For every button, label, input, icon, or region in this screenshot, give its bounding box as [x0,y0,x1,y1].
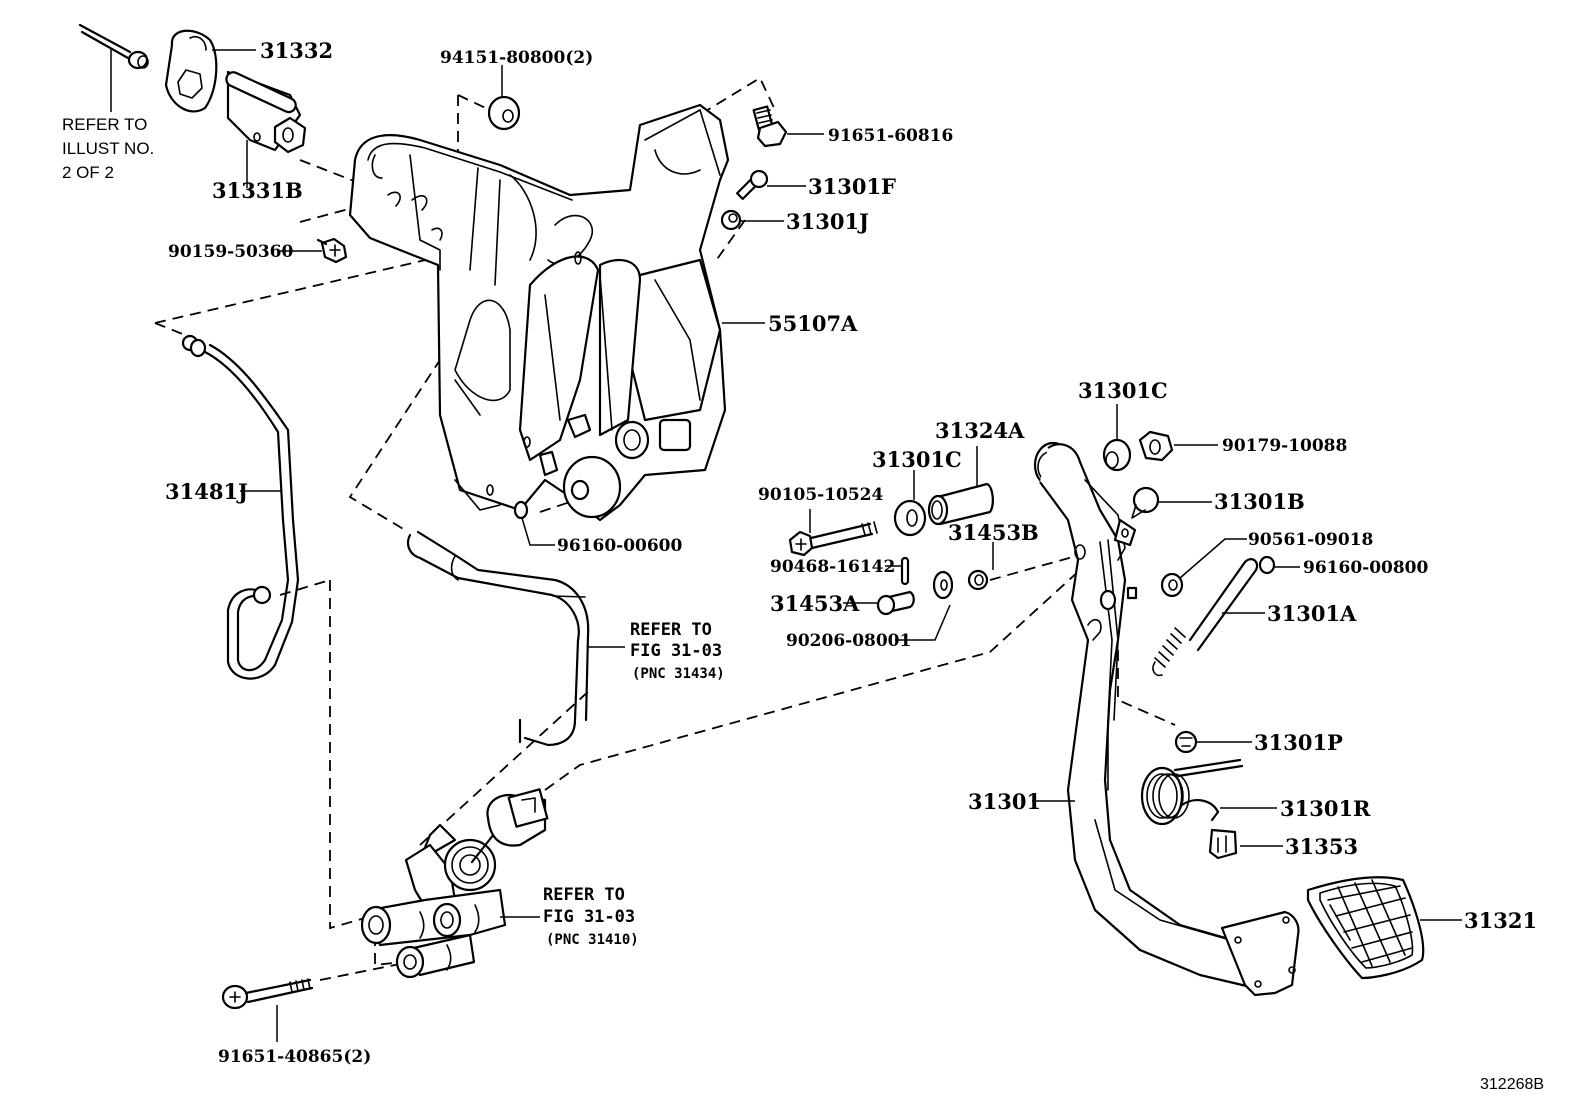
part-31301A-spring[interactable] [1152,558,1265,677]
label-31301J[interactable]: 31301J [786,209,869,234]
note-line: REFER TO [62,115,147,134]
clutch-master-cylinder-ref-31410 [360,788,549,979]
part-labels: 31332 31331B 94151-80800(2) 91651-60816 … [165,38,1537,1067]
part-90206-08001-washer[interactable] [895,570,954,641]
part-31353-cushion[interactable] [1208,828,1283,860]
label-96160-00800[interactable]: 96160-00800 [1303,558,1429,578]
part-31301J-nut[interactable] [720,209,784,231]
note-line: FIG 31-03 [630,641,722,661]
label-91651-40865[interactable]: 91651-40865(2) [218,1047,371,1067]
label-31301R[interactable]: 31301R [1280,796,1371,821]
part-31301R-spring[interactable] [1140,758,1277,826]
note-line: REFER TO [630,620,712,640]
note-line: REFER TO [543,885,625,905]
part-55107A-pedal-bracket[interactable] [348,103,765,522]
label-31331B[interactable]: 31331B [212,178,303,203]
part-90561-09018-bushing[interactable] [1160,538,1247,598]
label-90179-10088[interactable]: 90179-10088 [1222,436,1347,456]
label-96160-00600[interactable]: 96160-00600 [557,536,683,556]
label-31481J[interactable]: 31481J [165,479,248,504]
label-55107A[interactable]: 55107A [768,311,858,336]
label-31301F[interactable]: 31301F [808,174,896,199]
label-31301B[interactable]: 31301B [1214,489,1305,514]
flexible-hose-ref-31434 [406,530,625,747]
label-31301A[interactable]: 31301A [1267,601,1357,626]
part-31301F-bolt[interactable] [736,169,806,200]
note-line: (PNC 31434) [632,666,725,682]
part-31453A-pin[interactable] [843,590,915,616]
note-line: 2 OF 2 [62,163,114,182]
part-90468-16142-pin[interactable] [885,556,910,586]
part-31331B-clevis[interactable] [224,70,307,188]
part-31301C-bushing-left[interactable] [893,470,927,537]
part-31324A-collar[interactable] [927,446,994,526]
part-31481J-clutch-tube[interactable] [181,334,300,680]
note-refer-fig-cylinder: REFER TO FIG 31-03 (PNC 31410) [543,885,639,948]
part-96160-00600-clip[interactable] [513,500,555,546]
label-90468-16142[interactable]: 90468-16142 [770,557,895,577]
label-31301P[interactable]: 31301P [1254,730,1343,755]
label-31301C-mid[interactable]: 31301C [872,447,962,472]
part-31301C-bushing-right[interactable] [1102,404,1132,472]
label-31301C-top[interactable]: 31301C [1078,378,1168,403]
note-refer-illust: REFER TO ILLUST NO. 2 OF 2 [62,115,154,182]
part-31332-plate[interactable] [164,29,256,113]
label-31453B[interactable]: 31453B [948,520,1039,545]
part-90179-10088-nut[interactable] [1138,430,1218,462]
label-31301[interactable]: 31301 [968,789,1041,814]
part-96160-00800-clip[interactable] [1258,555,1300,575]
part-31301-pedal-arm[interactable] [1032,441,1300,997]
label-31324A[interactable]: 31324A [935,418,1025,443]
note-refer-fig-hose: REFER TO FIG 31-03 (PNC 31434) [630,620,725,682]
label-31353[interactable]: 31353 [1285,834,1358,859]
label-94151-80800[interactable]: 94151-80800(2) [440,48,593,68]
part-90105-10524-bolt[interactable] [788,509,878,557]
part-31321-pedal-pad[interactable] [1306,876,1462,980]
note-line: (PNC 31410) [546,932,639,948]
part-31453B-bushing[interactable] [967,542,994,591]
part-90159-50360-screw[interactable] [280,237,348,264]
label-31332[interactable]: 31332 [260,38,333,63]
label-31453A[interactable]: 31453A [770,591,860,616]
part-31301B-stopper[interactable] [1131,486,1212,519]
label-91651-60816[interactable]: 91651-60816 [828,126,953,146]
label-90159-50360[interactable]: 90159-50360 [168,242,294,262]
note-line: FIG 31-03 [543,907,635,927]
label-90561-09018[interactable]: 90561-09018 [1248,530,1373,550]
part-31301P-clip[interactable] [1174,730,1252,754]
label-31321[interactable]: 31321 [1464,908,1537,933]
label-90105-10524[interactable]: 90105-10524 [758,485,884,505]
part-91651-60816-bolt[interactable] [752,105,824,148]
illustration-code: 312268B [1480,1076,1544,1093]
part-94151-80800-nut[interactable] [487,65,521,131]
note-line: ILLUST NO. [62,139,154,158]
pipe-end-illust-ref [78,23,149,112]
part-91651-40865-bolt[interactable] [221,978,314,1042]
label-90206-08001[interactable]: 90206-08001 [786,631,911,651]
